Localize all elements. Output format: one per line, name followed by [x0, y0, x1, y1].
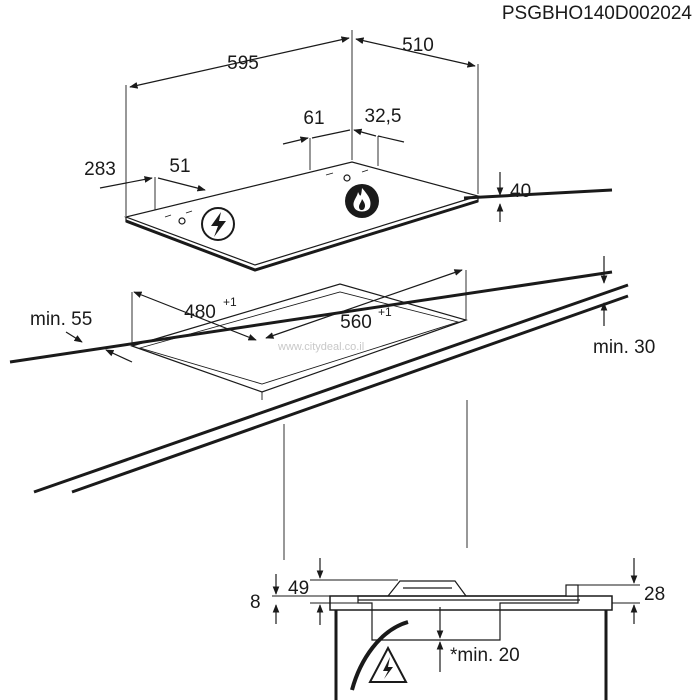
electricity-warning-icon — [201, 207, 235, 241]
section-right-height-label: 28 — [644, 584, 665, 605]
dimension-min-front: min. 55 — [30, 309, 133, 363]
min-back-label: min. 30 — [593, 337, 655, 358]
hob-surface — [123, 161, 481, 266]
cutout-width-label: 480 — [184, 302, 216, 323]
gas-knob-mark — [343, 174, 351, 182]
dimension-section-right: 28 — [578, 558, 665, 624]
document-code: PSGBHO140D002024 — [502, 3, 693, 24]
dimension-min-back: min. 30 — [593, 256, 655, 358]
dimension-section-left: 49 8 — [250, 558, 398, 625]
section-burner — [387, 580, 467, 597]
electric-offset-y-label: 51 — [169, 156, 190, 177]
dimension-cutout-width: 480 +1 — [133, 291, 257, 341]
dimension-width: 595 — [125, 30, 353, 216]
gas-offset-y-label: 32,5 — [365, 106, 402, 127]
electric-knob-mark — [178, 217, 186, 225]
section-left-total-label: 49 — [288, 578, 309, 599]
hob-front-edge — [125, 199, 479, 272]
worktop-front-edge — [33, 283, 629, 494]
cutout-width-tolerance: +1 — [223, 295, 237, 309]
dimension-cutout-length: 560 +1 — [265, 269, 463, 339]
electric-offset-x-label: 283 — [84, 159, 116, 180]
depth-label: 510 — [402, 35, 434, 56]
dimension-gas-offsets: 61 32,5 — [282, 106, 405, 170]
cutout-length-tolerance: +1 — [378, 305, 392, 319]
dimension-depth: 510 — [355, 35, 479, 194]
dimension-height: 40 — [496, 172, 531, 222]
width-label: 595 — [227, 53, 259, 74]
height-label: 40 — [510, 181, 531, 202]
electric-hazard-triangle-icon — [368, 645, 408, 683]
min-below-label: *min. 20 — [450, 645, 520, 666]
cutout-length-label: 560 — [340, 312, 372, 333]
worktop-back-edge-lower — [463, 188, 613, 200]
gas-offset-x-label: 61 — [303, 108, 324, 129]
hob-top-view — [123, 161, 481, 272]
section-hob — [357, 595, 579, 641]
cross-section — [329, 580, 613, 700]
section-knob — [565, 584, 579, 597]
gas-flame-icon — [345, 184, 379, 218]
watermark: www.citydeal.co.il — [277, 341, 364, 353]
dimension-min-below: *min. 20 — [400, 607, 520, 672]
min-front-label: min. 55 — [30, 309, 92, 330]
dimension-electric-offsets: 283 51 — [84, 156, 206, 210]
worktop-front-edge-lower — [71, 294, 629, 494]
section-left-top-label: 8 — [250, 592, 261, 613]
section-cable — [350, 620, 409, 691]
